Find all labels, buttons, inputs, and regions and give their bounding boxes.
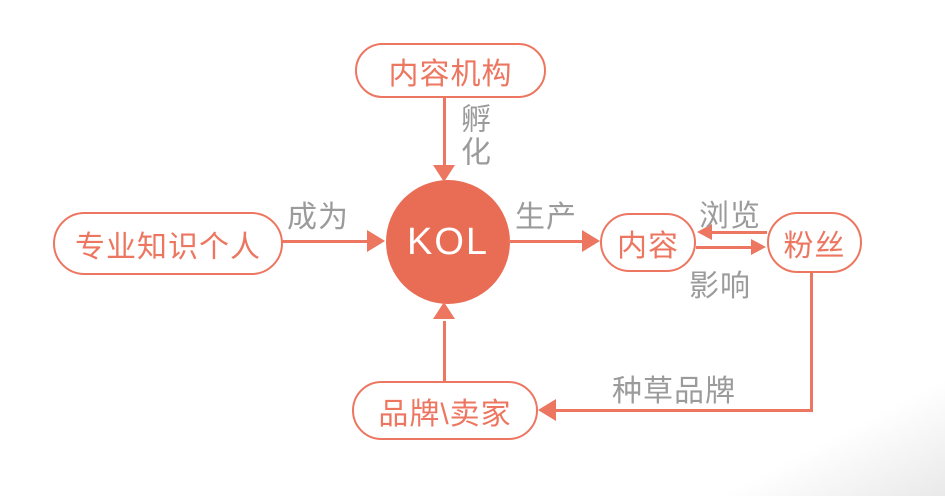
edge-influence-line <box>696 246 752 249</box>
edge-produce-line <box>508 240 583 243</box>
node-content-label: 内容 <box>617 229 679 263</box>
edge-influence-arrowhead-right-icon <box>751 239 766 255</box>
edge-seed-brand-line-vertical <box>810 272 813 412</box>
node-content: 内容 <box>600 213 696 272</box>
edge-incubate-line <box>443 96 446 166</box>
edge-become-label: 成为 <box>287 201 349 234</box>
node-brand-seller-label: 品牌\卖家 <box>378 397 512 431</box>
edge-browse-arrowhead-left-icon <box>697 224 712 240</box>
node-professional-individual: 专业知识个人 <box>53 212 283 275</box>
edge-seed-brand-arrowhead-left-icon <box>538 399 556 421</box>
node-fans: 粉丝 <box>767 212 862 273</box>
edge-browse-label: 浏览 <box>699 200 761 233</box>
node-content-agency-label: 内容机构 <box>388 57 513 91</box>
edge-produce-arrowhead-right-icon <box>582 230 600 252</box>
edge-seed-brand-label: 种草品牌 <box>612 375 736 408</box>
node-fans-label: 粉丝 <box>783 229 846 263</box>
edge-seed-brand-line-horizontal <box>556 409 813 412</box>
edge-incubate-label: 孵化 <box>456 103 489 169</box>
edge-influence-label: 影响 <box>689 270 751 303</box>
edge-browse-line <box>712 231 767 234</box>
node-kol: KOL <box>386 180 510 304</box>
edge-become-arrowhead-right-icon <box>367 230 385 252</box>
edge-become-line <box>282 240 368 243</box>
edge-brand-to-kol-arrowhead-up-icon <box>433 302 455 319</box>
node-content-agency: 内容机构 <box>355 43 546 98</box>
edge-incubate-arrowhead-down-icon <box>433 165 455 182</box>
node-professional-individual-label: 专业知识个人 <box>75 230 261 264</box>
edge-produce-label: 生产 <box>515 201 577 234</box>
node-kol-label: KOL <box>406 220 490 263</box>
node-brand-seller: 品牌\卖家 <box>352 381 538 440</box>
edge-brand-to-kol-line <box>443 321 446 381</box>
